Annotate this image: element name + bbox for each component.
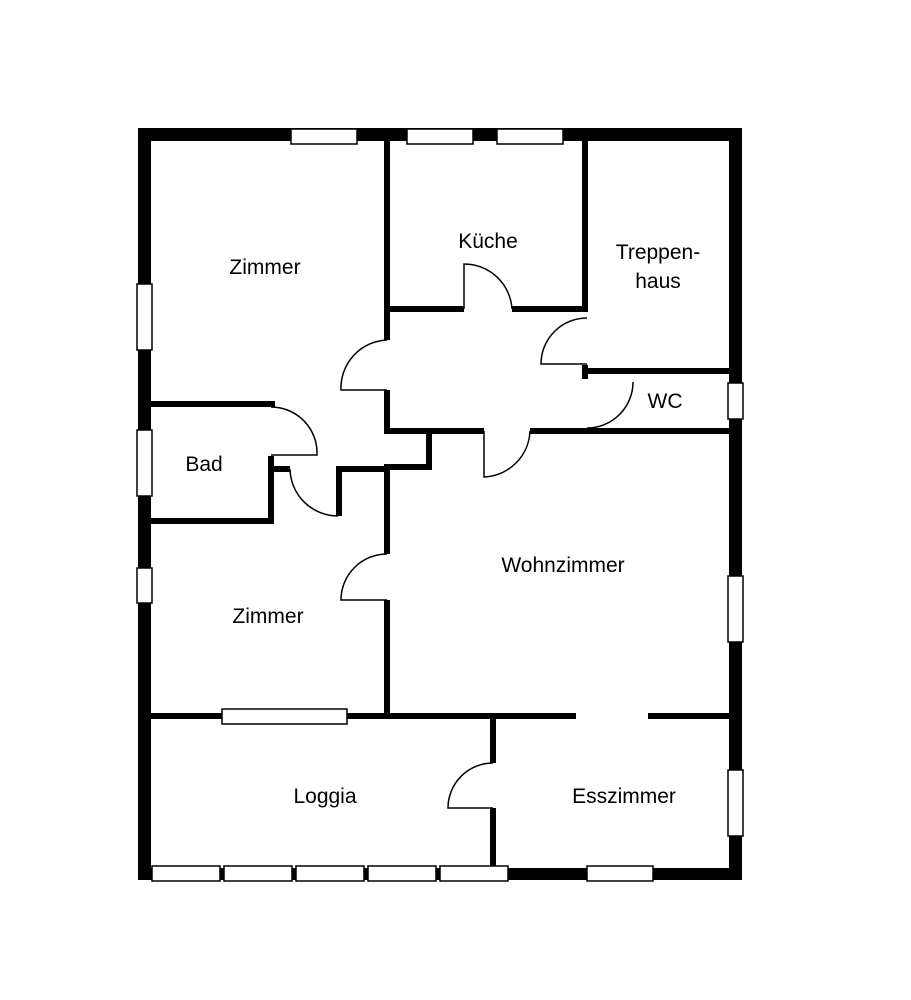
door-treppenhaus (540, 317, 588, 365)
room-label-treppenhaus-line1: Treppen- (615, 241, 701, 264)
door-zimmer-corridor (289, 468, 339, 517)
window (727, 575, 744, 643)
window (406, 128, 474, 145)
interior-walls (151, 141, 729, 870)
room-label-loggia: Loggia (293, 785, 357, 808)
windows (136, 128, 744, 882)
room-label-wohnzimmer: Wohnzimmer (501, 554, 625, 577)
window (221, 708, 348, 725)
window (136, 283, 153, 351)
room-label-treppenhaus-line2: haus (635, 270, 681, 293)
door-kueche (463, 263, 513, 310)
room-label-zimmer-bottom: Zimmer (232, 605, 304, 628)
door-zimmer-bottom (340, 553, 388, 601)
window (586, 865, 654, 882)
door-wc (586, 381, 634, 429)
door-loggia (447, 762, 494, 809)
doors (270, 263, 634, 809)
door-bad (270, 406, 318, 456)
room-label-esszimmer: Esszimmer (572, 785, 676, 808)
window (151, 865, 221, 882)
window (439, 865, 509, 882)
window (727, 769, 744, 837)
window (496, 128, 564, 145)
wall-right (729, 128, 742, 880)
window (727, 382, 744, 420)
room-label-zimmer-top: Zimmer (229, 256, 301, 279)
window (367, 865, 437, 882)
room-label-wc: WC (647, 390, 683, 413)
room-label-kueche: Küche (458, 230, 518, 253)
room-label-bad: Bad (185, 453, 223, 476)
window (136, 429, 153, 497)
window (223, 865, 293, 882)
window (295, 865, 365, 882)
door-wohnzimmer (483, 430, 531, 478)
window (290, 128, 358, 145)
wall-left (138, 128, 151, 880)
door-zimmer-top (340, 339, 388, 391)
window (136, 567, 153, 604)
